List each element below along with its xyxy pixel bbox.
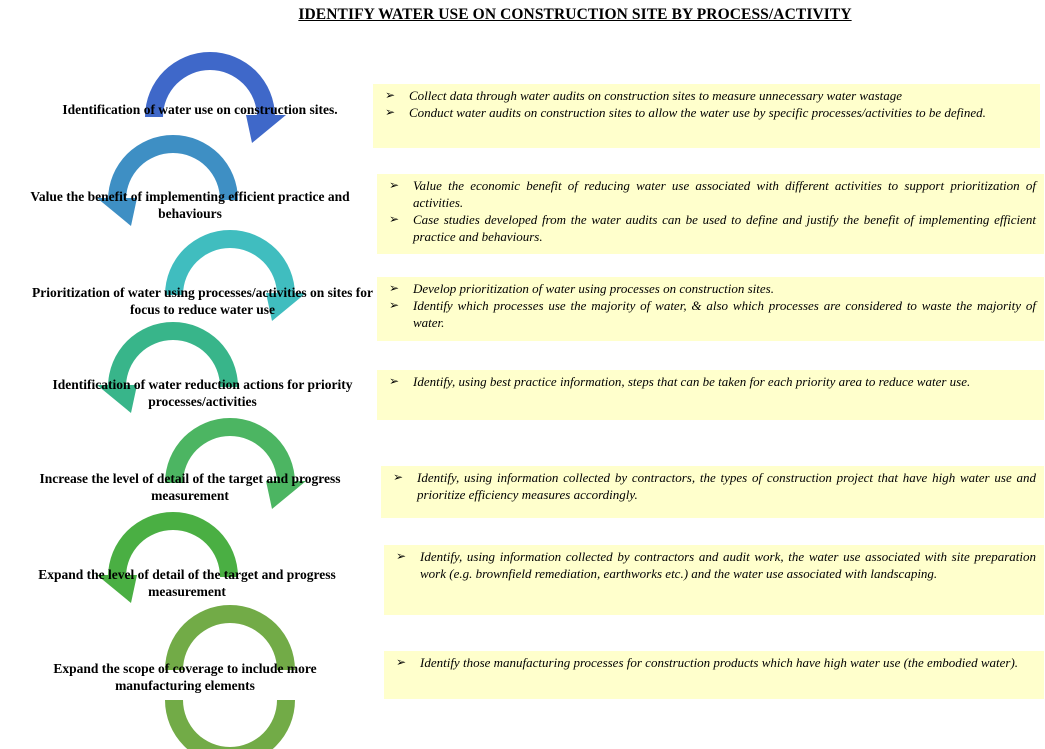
step-1-detail-box: ➢Collect data through water audits on co… bbox=[373, 84, 1040, 148]
arrow-head bbox=[266, 481, 306, 509]
curved-arrow-5 bbox=[165, 418, 306, 509]
arrow-bullet-icon: ➢ bbox=[389, 281, 400, 295]
curved-arrow-4 bbox=[97, 322, 238, 413]
step-6-label: Expand the level of detail of the target… bbox=[38, 567, 336, 599]
arrow-head bbox=[97, 575, 137, 603]
curved-arrow-2 bbox=[97, 135, 238, 226]
step-1-label: Identification of water use on construct… bbox=[62, 102, 338, 117]
arrow-head bbox=[97, 385, 137, 413]
arrow-bullet-icon: ➢ bbox=[396, 549, 407, 563]
arrow-band bbox=[145, 52, 275, 117]
final-arrow-band bbox=[165, 700, 295, 749]
step-7-label: Expand the scope of coverage to include … bbox=[53, 661, 317, 693]
step-3-label: Prioritization of water using processes/… bbox=[31, 285, 374, 317]
arrow-head bbox=[266, 293, 306, 321]
arrow-bullet-icon: ➢ bbox=[389, 178, 400, 192]
curved-arrow-1 bbox=[145, 52, 286, 143]
step-7-bullet-1: ➢Identify those manufacturing processes … bbox=[396, 655, 1019, 670]
step-4-detail-box: ➢Identify, using best practice informati… bbox=[377, 370, 1044, 420]
arrow-bullet-icon: ➢ bbox=[393, 470, 404, 484]
step-5-label: Increase the level of detail of the targ… bbox=[39, 471, 341, 503]
step-3-bullet-2: ➢Identify which processes use the majori… bbox=[389, 298, 1036, 330]
step-7-detail-box: ➢Identify those manufacturing processes … bbox=[384, 651, 1044, 699]
arrow-bullet-icon: ➢ bbox=[396, 655, 407, 669]
step-3-detail-box: ➢Develop prioritization of water using p… bbox=[377, 277, 1044, 341]
arrow-bullet-icon: ➢ bbox=[389, 298, 400, 312]
step-5-detail-box: ➢Identify, using information collected b… bbox=[381, 466, 1044, 518]
arrow-head bbox=[246, 115, 286, 143]
step-6-detail-box: ➢Identify, using information collected b… bbox=[384, 545, 1044, 615]
step-4-label: Identification of water reduction action… bbox=[52, 377, 353, 409]
arrow-bullet-icon: ➢ bbox=[385, 105, 396, 119]
arrow-head bbox=[97, 198, 137, 226]
step-2-detail-box: ➢Value the economic benefit of reducing … bbox=[377, 174, 1044, 254]
step-2-bullet-2: ➢Case studies developed from the water a… bbox=[389, 212, 1036, 244]
arrow-bullet-icon: ➢ bbox=[389, 374, 400, 388]
arrow-band bbox=[165, 418, 295, 483]
arrow-band bbox=[108, 135, 238, 200]
step-3-bullet-1: ➢Develop prioritization of water using p… bbox=[389, 281, 774, 296]
arrow-bullet-icon: ➢ bbox=[389, 212, 400, 226]
curved-arrow-7 bbox=[165, 605, 295, 670]
step-6-bullet-1: ➢Identify, using information collected b… bbox=[396, 549, 1036, 581]
arrow-band bbox=[165, 605, 295, 670]
arrow-band bbox=[108, 512, 238, 577]
step-1-bullet-1: ➢Collect data through water audits on co… bbox=[385, 88, 903, 103]
step-5-bullet-1: ➢Identify, using information collected b… bbox=[393, 470, 1036, 502]
curved-arrow-3 bbox=[165, 230, 306, 321]
step-4-bullet-1: ➢Identify, using best practice informati… bbox=[389, 374, 971, 389]
arrow-bullet-icon: ➢ bbox=[385, 88, 396, 102]
step-2-label: Value the benefit of implementing effici… bbox=[30, 189, 350, 221]
step-1-bullet-2: ➢Conduct water audits on construction si… bbox=[385, 105, 986, 120]
step-2-bullet-1: ➢Value the economic benefit of reducing … bbox=[389, 178, 1036, 210]
arrow-band bbox=[165, 230, 295, 295]
arrow-band bbox=[108, 322, 238, 387]
curved-arrow-6 bbox=[97, 512, 238, 603]
diagram-title: IDENTIFY WATER USE ON CONSTRUCTION SITE … bbox=[298, 6, 852, 23]
